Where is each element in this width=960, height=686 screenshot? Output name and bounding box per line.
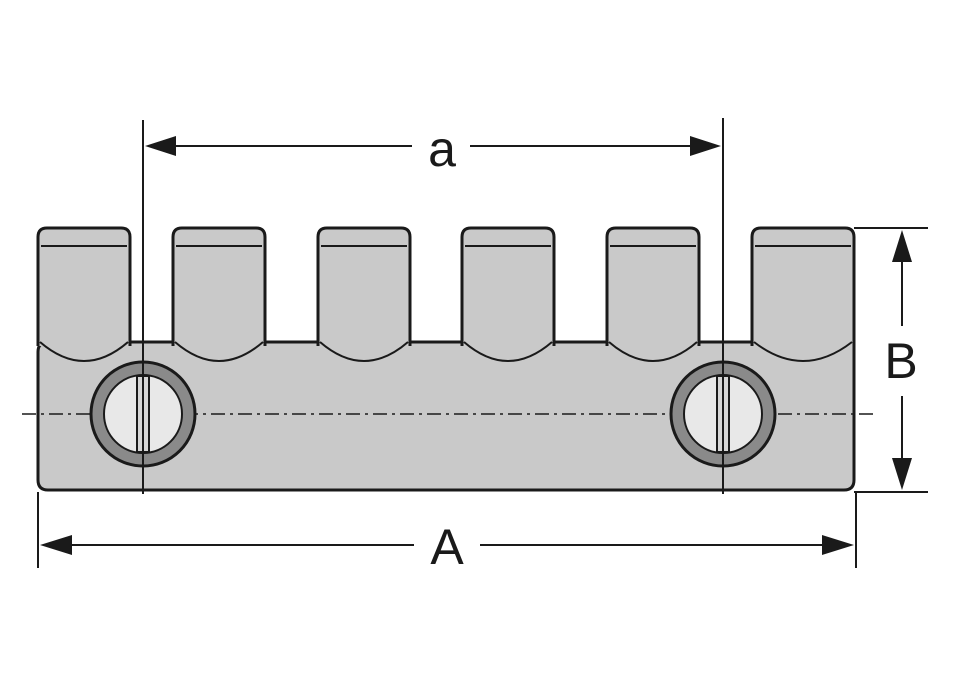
dimension-B: B	[884, 230, 918, 490]
tooth-bottom-curve	[39, 341, 129, 362]
tooth-bottom-curve	[608, 341, 698, 362]
terminal-teeth	[36, 226, 856, 362]
dimension-A-label: A	[430, 519, 464, 575]
tooth-bottom-curve	[319, 341, 409, 362]
tooth-outline	[750, 226, 856, 346]
tooth-outline	[605, 226, 701, 346]
terminal-tooth	[460, 226, 556, 362]
dimension-a-arrow-right	[690, 136, 721, 156]
terminal-tooth	[605, 226, 701, 362]
tooth-bottom-curve	[753, 341, 853, 362]
dimension-A-arrow-right	[822, 535, 854, 555]
dimension-a-arrow-left	[145, 136, 176, 156]
dimension-A-arrow-left	[40, 535, 72, 555]
tooth-outline	[171, 226, 267, 346]
dimension-a-label: a	[428, 121, 456, 177]
dimension-B-arrow-bottom	[892, 458, 912, 490]
terminal-tooth	[316, 226, 412, 362]
terminal-tooth	[750, 226, 856, 362]
dimension-B-arrow-top	[892, 230, 912, 262]
terminal-block	[22, 226, 878, 492]
tooth-outline	[36, 226, 132, 346]
dimension-a: a	[145, 121, 721, 177]
tooth-bottom-curve	[174, 341, 264, 362]
dimension-B-label: B	[884, 333, 917, 389]
terminal-tooth	[171, 226, 267, 362]
tooth-outline	[460, 226, 556, 346]
tooth-bottom-curve	[463, 341, 553, 362]
terminal-tooth	[36, 226, 132, 362]
dimension-A: A	[40, 519, 854, 575]
tooth-outline	[316, 226, 412, 346]
